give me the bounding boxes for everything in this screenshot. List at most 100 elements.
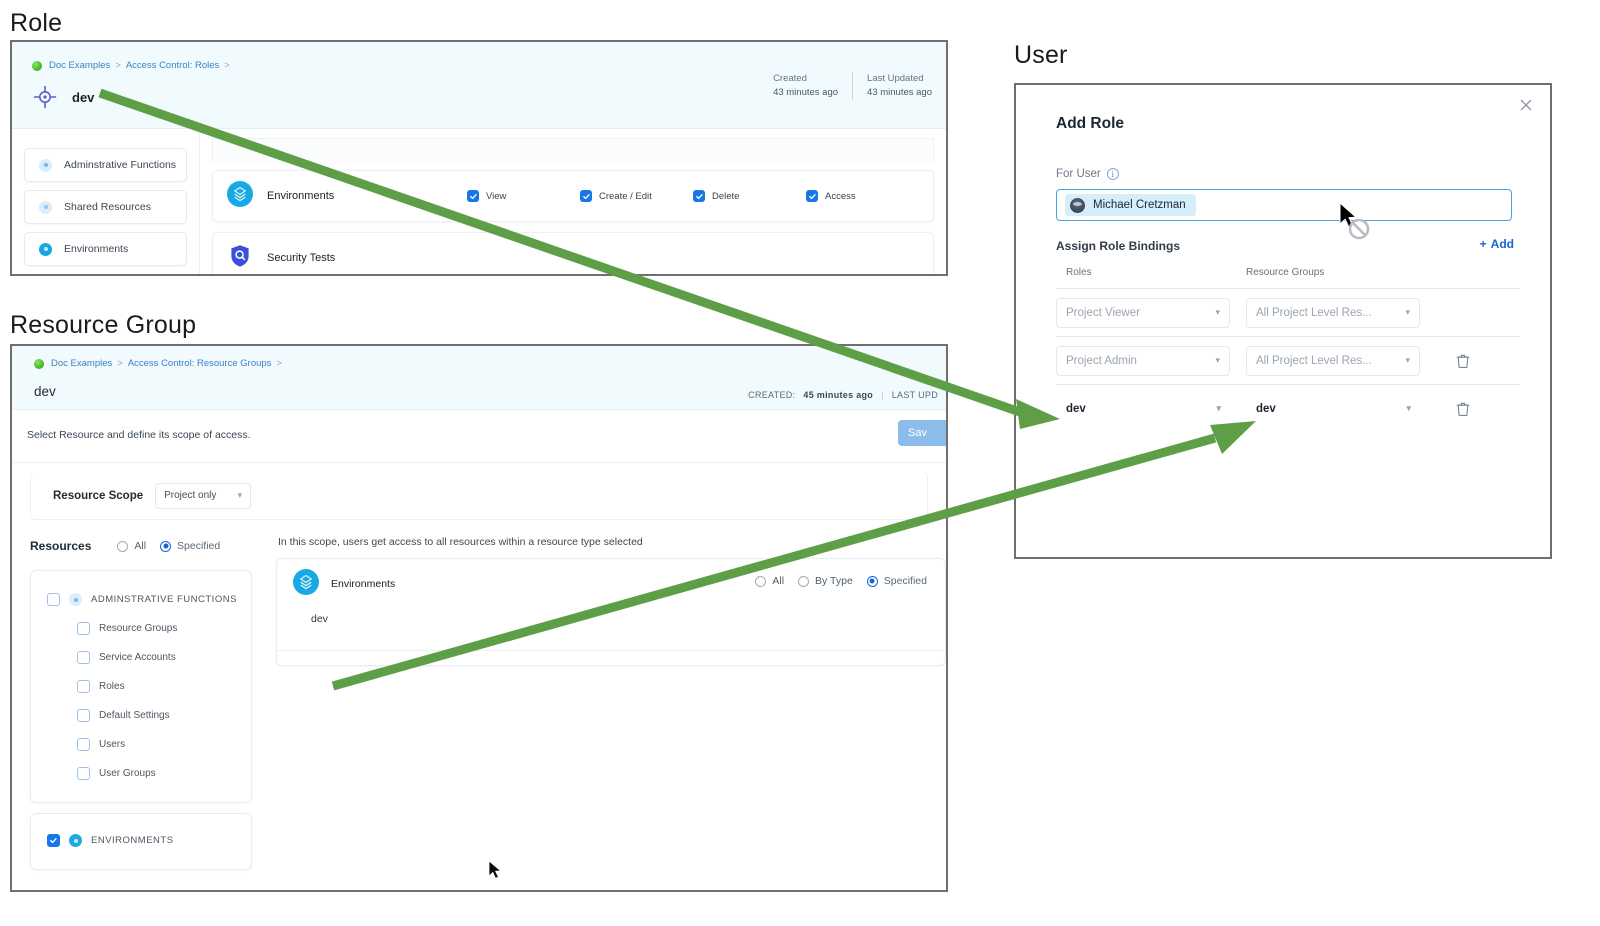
binding-row-role-dev: dev ▾ [1056,393,1246,424]
checkbox-unchecked-icon[interactable] [77,622,90,635]
radio-scope-all[interactable]: All [755,575,784,587]
permission-row-security-tests[interactable]: Security Tests [212,232,934,274]
checkbox-unchecked-icon[interactable] [77,738,90,751]
target-icon [32,84,58,110]
checkbox-checked-icon[interactable] [467,190,479,202]
role-select[interactable]: dev ▾ [1056,393,1230,424]
resources-selector: Resources All Specified ADMINSTRATIVE [12,522,262,890]
role-value: Project Admin [1066,354,1137,367]
checkbox-checked-icon[interactable] [580,190,592,202]
breadcrumb-item-0[interactable]: Doc Examples [49,60,111,71]
resource-group-select[interactable]: All Project Level Res... ▾ [1246,345,1420,376]
tree-child-user-groups[interactable]: User Groups [47,759,239,788]
checkbox-unchecked-icon[interactable] [77,651,90,664]
radio-resources-all[interactable]: All [117,540,146,552]
tree-child-label: Resource Groups [99,623,178,634]
trash-icon[interactable] [1456,353,1470,369]
radio-label: All [772,575,785,587]
checkbox-checked-icon[interactable] [47,834,60,847]
caption-role: Role [10,9,63,37]
save-button[interactable]: Sav [898,420,946,446]
radio-scope-specified[interactable]: Specified [866,575,927,587]
meta-created-value: 43 minutes ago [773,86,839,98]
permission-delete[interactable]: Delete [693,190,806,202]
gear-circle-icon [39,158,52,172]
close-icon[interactable] [1518,97,1534,113]
tree-child-service-accounts[interactable]: Service Accounts [47,643,239,672]
layers-circle-icon [39,242,52,256]
resource-group-header: Doc Examples > Access Control: Resource … [12,346,946,410]
tree-child-roles[interactable]: Roles [47,672,239,701]
resource-group-main: Resources All Specified ADMINSTRATIVE [12,522,946,890]
tree-group-row[interactable]: ADMINSTRATIVE FUNCTIONS [47,585,239,614]
tree-group-row[interactable]: ENVIRONMENTS [47,826,239,855]
breadcrumb[interactable]: Doc Examples > Access Control: Resource … [34,358,283,369]
tree-child-label: Roles [99,681,125,692]
checkbox-unchecked-icon[interactable] [47,593,60,606]
breadcrumb-separator-trailing: > [276,358,282,369]
checkbox-unchecked-icon[interactable] [77,680,90,693]
breadcrumb[interactable]: Doc Examples > Access Control: Roles > [32,60,231,71]
page-title: dev [34,384,56,399]
radio-resources-specified[interactable]: Specified [160,540,220,552]
meta-updated-label: LAST UPD [891,390,938,400]
add-label: Add [1490,237,1514,251]
gear-circle-icon [39,200,52,214]
breadcrumb-item-1[interactable]: Access Control: Resource Groups [127,358,272,369]
project-dot-icon [34,358,44,369]
role-select[interactable]: Project Viewer ▾ [1056,297,1230,328]
resource-group-select[interactable]: All Project Level Res... ▾ [1246,297,1420,328]
tree-group-label: ADMINSTRATIVE FUNCTIONS [91,594,237,605]
divider [277,650,945,651]
permission-access[interactable]: Access [806,190,919,202]
role-value: Project Viewer [1066,306,1140,319]
shield-search-icon [227,243,267,274]
assign-role-bindings-title: Assign Role Bindings [1056,239,1181,253]
chevron-down-icon: ▾ [1216,403,1221,413]
add-binding-button[interactable]: + Add [1480,237,1514,251]
checkbox-checked-icon[interactable] [693,190,705,202]
resource-scope-select[interactable]: Project only ▾ [155,482,252,509]
tree-child-label: Service Accounts [99,652,176,663]
resource-group-select[interactable]: dev ▾ [1246,393,1420,424]
binding-actions-cell [1446,353,1520,369]
trash-icon[interactable] [1456,401,1470,417]
category-item-partial[interactable] [24,274,187,276]
role-category-list: Adminstrative Functions Shared Resources… [12,130,200,274]
binding-role-cell: Project Admin ▾ [1056,345,1246,376]
permission-label: Create / Edit [599,190,652,202]
category-item-environments[interactable]: Environments [24,232,187,266]
binding-role-cell: Project Viewer ▾ [1056,297,1246,328]
for-user-input[interactable]: Michael Cretzman [1056,189,1512,221]
resource-group-subbar: Select Resource and define its scope of … [12,411,946,463]
binding-row-resource-group-dev: dev ▾ [1246,393,1446,424]
resources-title: Resources [30,539,92,553]
permission-create-edit[interactable]: Create / Edit [580,190,693,202]
tree-child-resource-groups[interactable]: Resource Groups [47,614,239,643]
category-item-shared-resources[interactable]: Shared Resources [24,190,187,224]
permission-view[interactable]: View [467,190,580,202]
tree-child-default-settings[interactable]: Default Settings [47,701,239,730]
tree-child-users[interactable]: Users [47,730,239,759]
checkbox-unchecked-icon[interactable] [77,709,90,722]
scope-item-dev[interactable]: dev [311,613,328,625]
checkbox-checked-icon[interactable] [806,190,818,202]
radio-scope-by-type[interactable]: By Type [798,575,853,587]
permission-row-environments[interactable]: Environments View Create / Edit Delet [212,170,934,222]
role-panel-header: Doc Examples > Access Control: Roles > [12,42,946,129]
checkbox-unchecked-icon[interactable] [77,767,90,780]
caption-user: User [1014,41,1068,69]
radio-icon [798,575,810,587]
info-icon[interactable]: i [1106,168,1119,180]
breadcrumb-item-0[interactable]: Doc Examples [51,358,113,369]
breadcrumb-item-1[interactable]: Access Control: Roles [125,60,220,71]
selected-user-name: Michael Cretzman [1093,199,1186,211]
for-user-label-row: For User i [1056,168,1119,180]
resource-group-value: All Project Level Res... [1256,306,1372,319]
radio-label: By Type [815,575,853,587]
user-chip[interactable]: Michael Cretzman [1065,194,1196,216]
avatar [1070,197,1085,213]
role-select[interactable]: Project Admin ▾ [1056,345,1230,376]
category-item-administrative-functions[interactable]: Adminstrative Functions [24,148,187,182]
